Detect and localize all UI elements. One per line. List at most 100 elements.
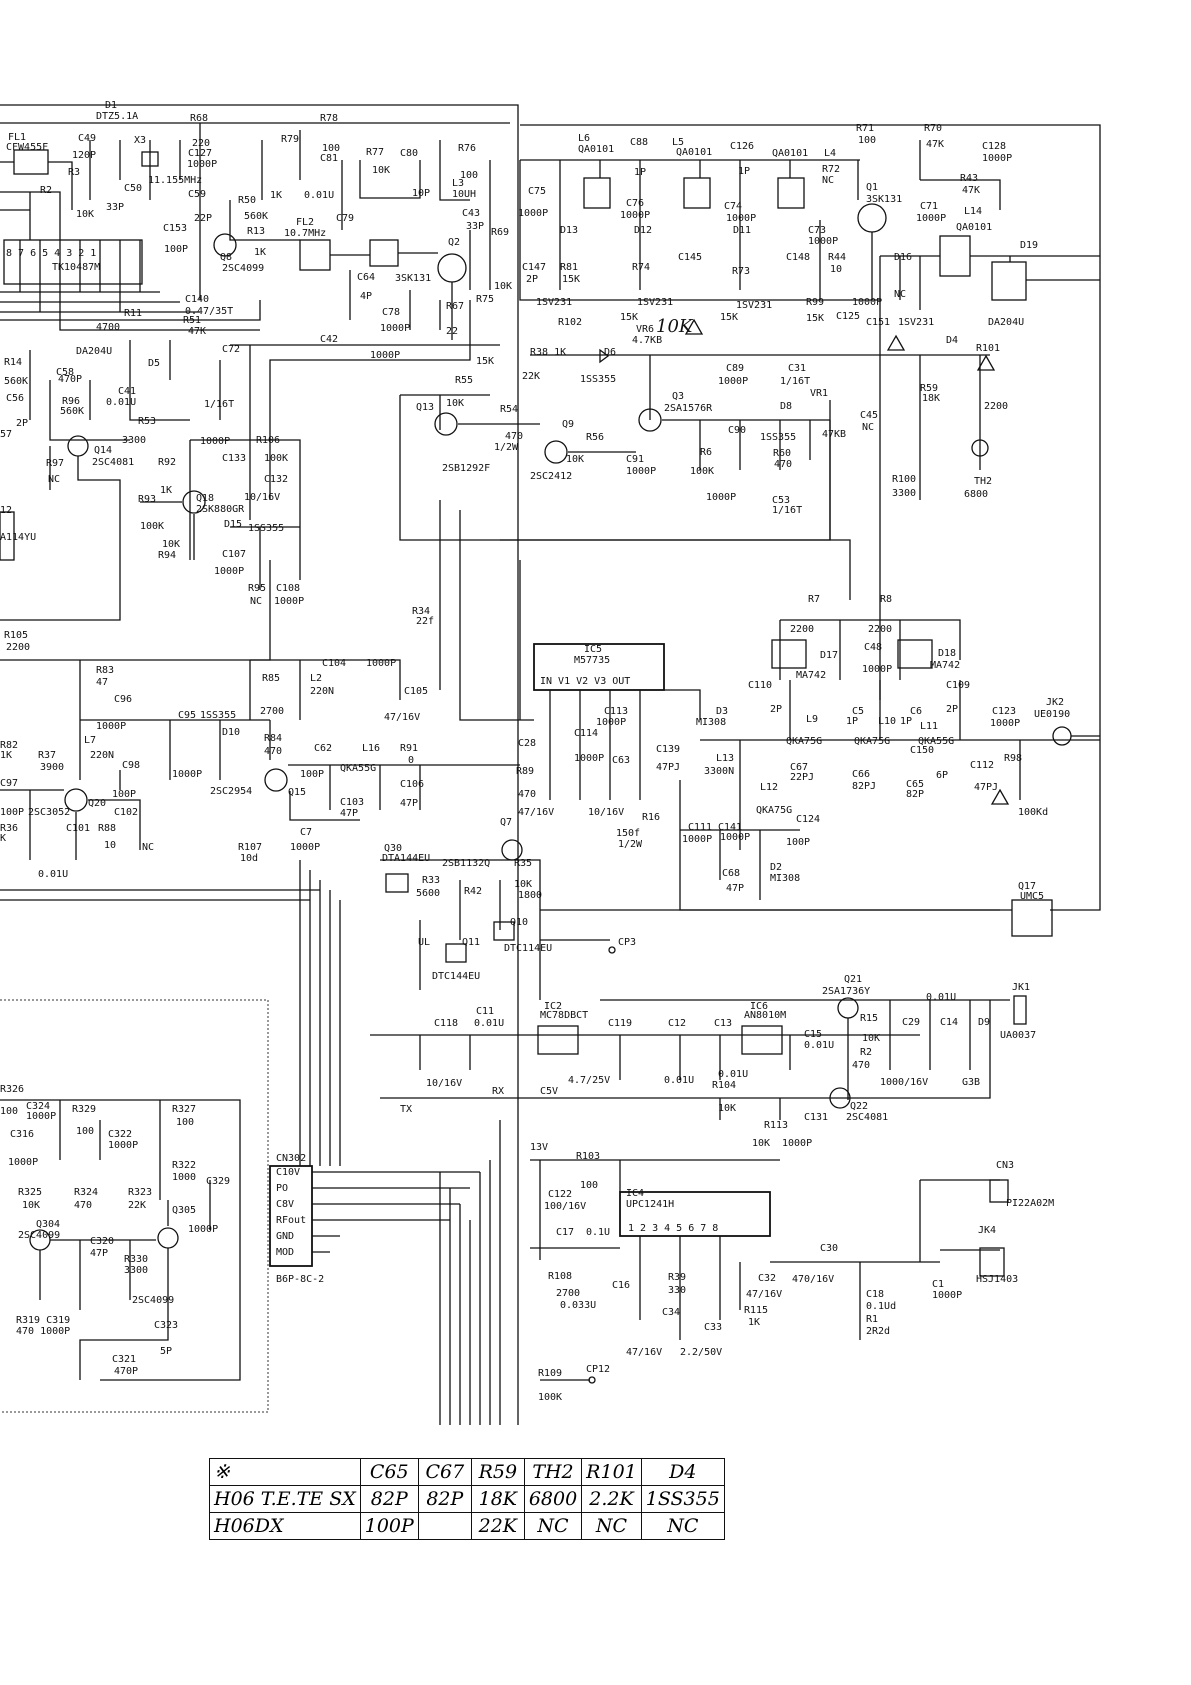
component-label-d8v: 1SS355 <box>760 432 796 443</box>
component-label-q9v: 2SC2412 <box>530 471 572 482</box>
component-label-r113v: 10K <box>752 1138 770 1149</box>
component-label-r39v: 330 <box>668 1285 686 1296</box>
component-label-q21: Q21 <box>844 974 862 985</box>
component-label-c6: C6 <box>910 706 922 717</box>
table-header-cell: R101 <box>581 1458 642 1486</box>
component-label-r6v: 100K <box>690 466 714 477</box>
component-label-c16: C16 <box>612 1280 630 1291</box>
component-label-c78: C78 <box>382 307 400 318</box>
component-label-c148: C148 <box>786 252 810 263</box>
component-label-c150: C150 <box>910 745 934 756</box>
component-label-c16v: 0.033U <box>560 1300 596 1311</box>
component-label-c66v: 82PJ <box>852 781 876 792</box>
component-label-c97: C97 <box>0 778 18 789</box>
component-label-c124: C124 <box>796 814 820 825</box>
component-label-r42: R42 <box>464 886 482 897</box>
component-label-q1: Q1 <box>866 182 878 193</box>
component-label-vr6v: 4.7KB <box>632 335 662 346</box>
component-label-c107: C107 <box>222 549 246 560</box>
table-cell: 1SS355 <box>640 1485 725 1513</box>
wiring <box>0 104 1101 1425</box>
component-label-r50v: 560K <box>244 211 268 222</box>
component-label-cn3: CN3 <box>996 1160 1014 1171</box>
component-label-c14: C14 <box>940 1017 958 1028</box>
component-label-r6: R6 <box>700 447 712 458</box>
component-label-c112: C112 <box>970 760 994 771</box>
component-label-c322v: 1000P <box>108 1140 138 1151</box>
component-label-r94: R94 <box>158 550 176 561</box>
component-label-r104: R104 <box>712 1080 736 1091</box>
component-label-c104: C104 <box>322 658 346 669</box>
component-label-r97: R97 <box>46 458 64 469</box>
component-label-d3: D3 <box>716 706 728 717</box>
component-label-r60: R60 <box>773 448 791 459</box>
component-label-c31v: 1/16T <box>780 376 810 387</box>
component-label-ic1: TK10487M <box>52 262 100 273</box>
cn302-pin-label: MOD <box>276 1247 294 1258</box>
component-label-r329v: 100 <box>76 1126 94 1137</box>
component-label-c11v: 0.01U <box>474 1018 504 1029</box>
component-label-fl2v: 10.7MHz <box>284 228 326 239</box>
component-label-c1001: 0.01U <box>718 1069 748 1080</box>
component-label-c63: C63 <box>612 755 630 766</box>
component-label-c43v: 33P <box>466 221 484 232</box>
component-label-c75v: 1000P <box>518 208 548 219</box>
component-label-r43: R43 <box>960 173 978 184</box>
component-label-r13v: 1K <box>254 247 266 258</box>
component-label-r72: R72 <box>822 164 840 175</box>
component-label-c59v: 22P <box>194 213 212 224</box>
component-label-c48v: 1000P <box>862 664 892 675</box>
component-label-c56: C56 <box>6 393 24 404</box>
table-cell: 6800 <box>523 1485 583 1513</box>
component-label-c0p01b: 0.01U <box>926 992 956 1003</box>
component-label-c68: C68 <box>722 868 740 879</box>
component-label-c1000pf: 1000P <box>706 492 736 503</box>
component-label-r51: R51 <box>183 315 201 326</box>
component-label-q14v: 2SC4081 <box>92 457 134 468</box>
component-label-c110v: 2P <box>770 704 782 715</box>
component-label-r11v: 4700 <box>96 322 120 333</box>
component-label-r76v: 100 <box>460 170 478 181</box>
component-label-c140v: 0.47/35T <box>185 306 233 317</box>
component-label-c91: C91 <box>626 454 644 465</box>
component-label-c119v: 4.7/25V <box>568 1075 610 1086</box>
component-label-c45: C45 <box>860 410 878 421</box>
component-label-c65v: 82P <box>906 789 924 800</box>
component-label-r319: R319 C319 <box>16 1315 70 1326</box>
component-label-c118: C118 <box>434 1018 458 1029</box>
component-label-c62: C62 <box>314 743 332 754</box>
component-label-c123v: 1000P <box>990 718 1020 729</box>
component-label-r101: R101 <box>976 343 1000 354</box>
component-label-r100kb: 100K <box>140 521 164 532</box>
component-label-c89v: 1000P <box>718 376 748 387</box>
component-label-c147: C147 <box>522 262 546 273</box>
component-label-q17: Q17 <box>1018 881 1036 892</box>
component-label-c102: C102 <box>114 807 138 818</box>
component-label-c320: C320 <box>90 1236 114 1247</box>
component-label-ic4v: UPC1241H <box>626 1199 674 1210</box>
component-label-d11: D11 <box>733 225 751 236</box>
component-label-c81v: 0.01U <box>304 190 334 201</box>
component-label-r96v: 560K <box>60 406 84 417</box>
component-label-c122: C122 <box>548 1189 572 1200</box>
component-label-r326: R326 <box>0 1084 24 1095</box>
component-label-c5v: 1P <box>846 716 858 727</box>
component-label-r71: R71 <box>856 123 874 134</box>
component-label-c68v: 47P <box>726 883 744 894</box>
component-label-ma742a: MA742 <box>796 670 826 681</box>
component-label-q22: Q22 <box>850 1101 868 1112</box>
component-label-q9: Q9 <box>562 419 574 430</box>
component-label-ic2v: MC78DBCT <box>540 1010 588 1021</box>
component-label-ic2: IC2 <box>544 1001 562 1012</box>
table-row: H06 T.E.TE SX 82P 82P 18K 6800 2.2K 1SS3… <box>209 1485 725 1513</box>
component-label-l9v: QKA75G <box>786 736 822 747</box>
component-label-d18: D18 <box>938 648 956 659</box>
component-label-d8: D8 <box>780 401 792 412</box>
component-label-c1v: 1000P <box>932 1290 962 1301</box>
component-label-c140: C140 <box>185 294 209 305</box>
component-label-r36v: K <box>0 833 6 844</box>
component-label-l2: L2 <box>310 673 322 684</box>
component-label-c108: C108 <box>276 583 300 594</box>
warning-triangle-icon <box>990 788 1010 805</box>
component-label-q2v: 3SK131 <box>395 273 431 284</box>
